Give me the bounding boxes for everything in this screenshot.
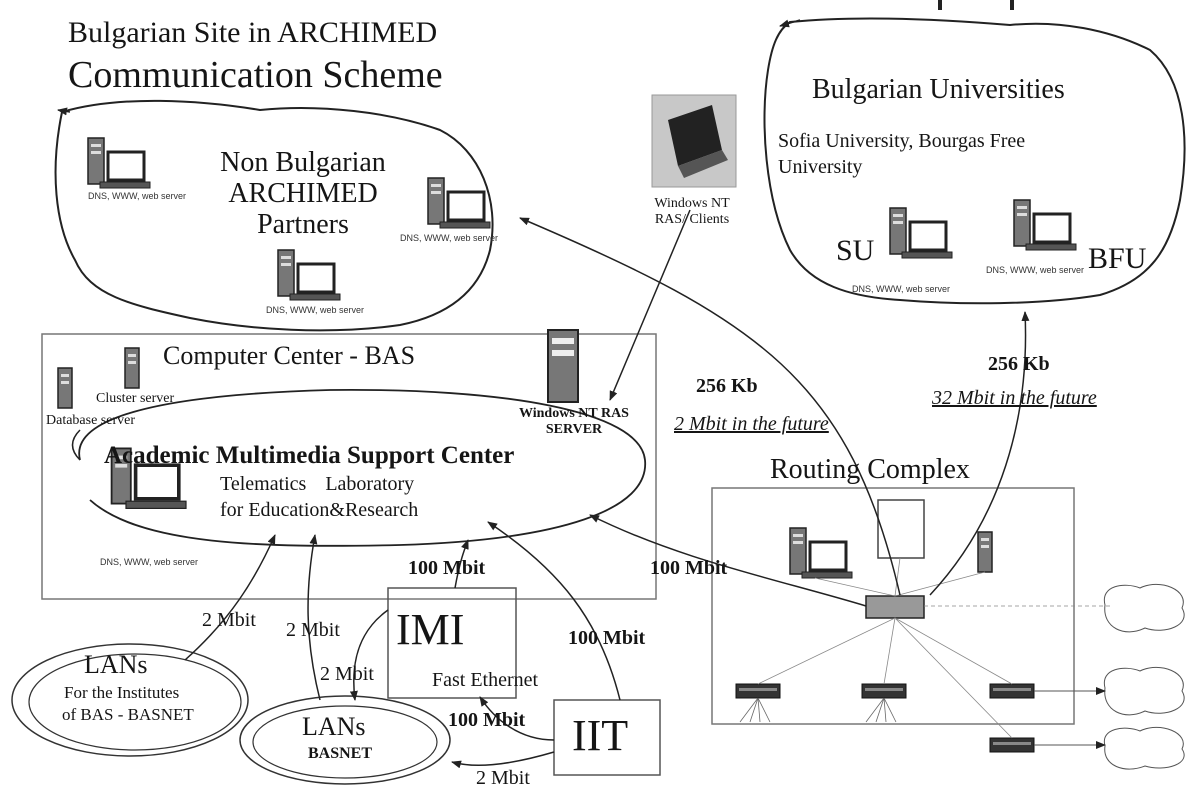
computer-center-box <box>41 333 657 600</box>
imi-title: IMI <box>396 605 465 654</box>
switch-icon <box>989 737 1035 753</box>
link-iit-imi-100mbit: 100 Mbit <box>448 709 526 731</box>
cloud-icon <box>1103 583 1185 633</box>
lab-label-line2: for Education&Research <box>220 499 419 521</box>
su-server-label: DNS, WWW, web server <box>852 284 951 294</box>
partner-computer-icon <box>86 136 152 190</box>
imi-subtitle: Fast Ethernet <box>432 669 539 691</box>
link-right-speed: 256 Kb <box>988 353 1050 375</box>
su-computer-icon <box>888 206 954 260</box>
link-imi-lan-2mbit: 2 Mbit <box>320 663 374 685</box>
switch-icon <box>861 683 907 699</box>
universities-subtitle: Sofia University, Bourgas Free Universit… <box>778 130 1026 178</box>
link-routing-100mbit: 100 Mbit <box>650 557 728 579</box>
universities-title: Bulgarian Universities <box>812 74 1065 105</box>
database-server-label: Database server <box>46 413 136 428</box>
router-icon <box>865 595 925 619</box>
partner-computer-icon <box>426 176 492 230</box>
link-right-future: 32 Mbit in the future <box>932 387 1097 409</box>
ras-clients-label: Windows NT RAS/ Clients <box>654 196 730 228</box>
ras-server-icon <box>547 329 579 403</box>
printer-icon <box>877 499 925 559</box>
computer-center-title: Computer Center - BAS <box>163 341 416 370</box>
routing-devices <box>735 499 1185 770</box>
lans-basnet-ellipse-inner <box>252 705 438 779</box>
connection-lines <box>71 209 1030 769</box>
database-server-icon <box>57 367 73 409</box>
link-left-future: 2 Mbit in the future <box>674 413 829 435</box>
lans-institutes-ellipse <box>11 643 249 757</box>
switch-icon <box>735 683 781 699</box>
imi-box <box>387 587 517 699</box>
amsc-server-label: DNS, WWW, web server <box>100 557 199 567</box>
laptop-icon <box>651 94 737 188</box>
routing-server-icon <box>977 531 993 573</box>
lans-institutes-ellipse-inner <box>28 653 242 751</box>
lans-institutes-line1: For the Institutes <box>64 683 180 702</box>
lans-basnet-ellipse <box>239 695 451 785</box>
universities-cloud <box>763 17 1186 305</box>
diagram-title-line2: Communication Scheme <box>68 54 443 96</box>
routing-complex-title: Routing Complex <box>770 454 970 485</box>
cluster-server-icon <box>124 347 140 389</box>
partners-title: Non Bulgarian ARCHIMED Partners <box>220 147 386 240</box>
partner-computer-icon <box>276 248 342 302</box>
partners-cloud <box>54 99 494 332</box>
iit-title: IIT <box>572 711 629 760</box>
iit-box <box>553 699 661 776</box>
routing-computer-icon <box>788 526 854 580</box>
cluster-server-label: Cluster server <box>96 391 175 406</box>
link-left-speed: 256 Kb <box>696 375 758 397</box>
cloud-icon <box>1103 666 1185 716</box>
lans-institutes-line2: of BAS - BASNET <box>62 705 194 724</box>
link-lan2-2mbit: 2 Mbit <box>286 619 340 641</box>
amsc-label: Academic Multimedia Support Center <box>104 442 515 469</box>
cloud-icon <box>1103 726 1185 770</box>
lab-label-line1: Telematics Laboratory <box>220 473 415 495</box>
switch-icon <box>989 683 1035 699</box>
ras-server-label: Windows NT RAS SERVER <box>519 406 629 438</box>
bfu-computer-icon <box>1012 198 1078 252</box>
lans-institutes-title: LANs <box>84 650 148 679</box>
su-label: SU <box>836 234 875 267</box>
link-iit-100mbit: 100 Mbit <box>568 627 646 649</box>
bfu-label: BFU <box>1088 242 1147 275</box>
diagram-title-line1: Bulgarian Site in ARCHIMED <box>68 16 438 49</box>
lans-basnet-title: LANs <box>302 712 366 741</box>
partner-server-label: DNS, WWW, web server <box>266 305 365 315</box>
link-iit-lan-2mbit: 2 Mbit <box>476 767 530 789</box>
partner-server-label: DNS, WWW, web server <box>88 191 187 201</box>
partner-server-label: DNS, WWW, web server <box>400 233 499 243</box>
bfu-server-label: DNS, WWW, web server <box>986 265 1085 275</box>
lans-basnet-subtitle: BASNET <box>308 745 373 762</box>
link-lan1-2mbit: 2 Mbit <box>202 609 256 631</box>
link-imi-100mbit: 100 Mbit <box>408 557 486 579</box>
